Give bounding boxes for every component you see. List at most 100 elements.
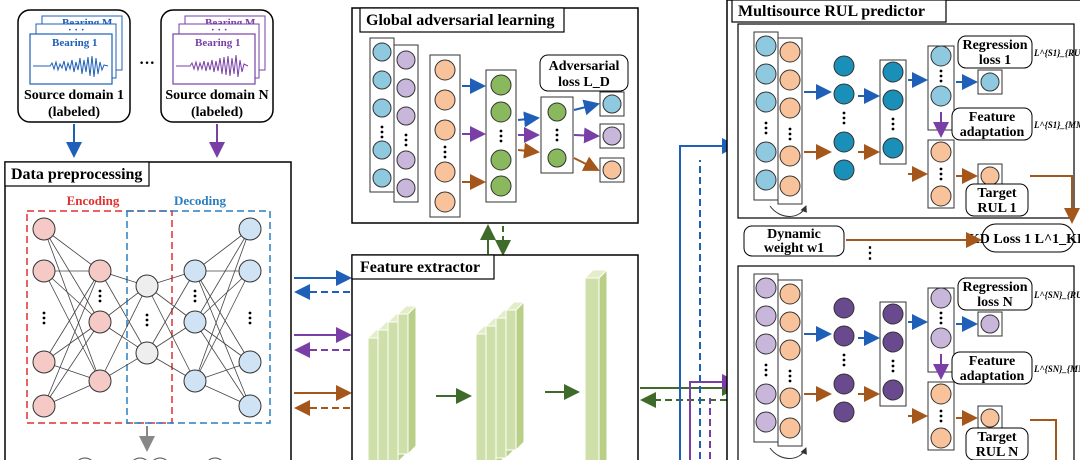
pred-hidden-node-2 [882,379,904,401]
multisource-predictor-panel: Multisource RUL predictor Regression los… [726,0,1080,460]
pred-output-node-a [980,72,1000,92]
adv-input-node-b [396,78,416,98]
adv-output-node [602,126,622,146]
pred-branch-node-a [930,327,952,349]
pred-input-node-b [779,417,801,439]
pred-hidden-node-1 [833,131,855,153]
sn-card-dots: · · · [211,24,228,36]
source-ellipsis: ··· [139,55,155,72]
pred-output-node-a [980,314,1000,334]
pred-input-node [755,169,777,191]
ae-node [135,274,159,298]
adversarial-loss-line2: loss L_D [558,75,610,90]
feature-extractor-title: Feature extractor [360,259,480,276]
pred-input-node-b [779,41,801,63]
reg-loss-n-symbol: L^{SN}_{RUL} [1033,290,1080,300]
pred-hidden-node-1 [833,373,855,395]
ae-node [32,394,56,418]
pred-branch-node-a [930,45,952,67]
adv-hidden-node-1 [434,119,456,141]
ae-node [238,259,262,283]
adv-hidden-node-2 [490,149,512,171]
feature-adapt-n-line1: Feature [969,354,1015,369]
decoding-label: Decoding [174,193,227,208]
adv-input-node-b [396,50,416,70]
ae-node [183,369,207,393]
pred-input-node [755,305,777,327]
reg-loss-1-line2: loss 1 [979,53,1011,68]
pred-branch-node-b [930,185,952,207]
ae-node [88,369,112,393]
pred-hidden-node-2 [882,61,904,83]
reg-loss-n-line2: loss N [977,295,1012,310]
pred-input-node [755,63,777,85]
predictor-n-network [753,273,1003,459]
ae-node [88,310,112,334]
adv-hidden-node-1 [434,89,456,111]
target-rul-n-line1: Target [977,430,1016,445]
pred-hidden-node-2 [882,89,904,111]
pred-output-node-b [980,166,1000,186]
pred-hidden-node-1 [833,325,855,347]
pred-input-node-b [779,97,801,119]
pred-input-node-b [779,145,801,167]
feature-adapt-1-line2: adaptation [960,125,1025,140]
feature-extractor-panel: Feature extractor [351,254,639,460]
pred-hidden-node-1 [833,297,855,319]
adv-input-node-b [396,106,416,126]
adv-hidden-node-2 [490,101,512,123]
adv-output-node [602,94,622,114]
adv-hidden-node-3 [547,102,567,122]
ae-node [88,259,112,283]
feature-adapt-n-line2: adaptation [960,369,1025,384]
pred-output-node-b [980,408,1000,428]
adv-output-node [602,160,622,180]
kd-loss-label: KD Loss 1 L^1_KD [969,232,1080,247]
multisource-title: Multisource RUL predictor [738,3,925,20]
encoding-label: Encoding [67,193,120,208]
target-rul-n-line2: RUL N [976,445,1018,460]
pred-branch-node-b [930,427,952,449]
source-domain-n: Bearing M · · · Bearing 1 Source domain … [160,9,274,123]
feature-adapt-1-line1: Feature [969,110,1015,125]
pred-input-node [755,35,777,57]
pred-input-node-b [779,339,801,361]
pred-branch-node-a [930,287,952,309]
ae-node [238,217,262,241]
pred-hidden-node-1 [833,55,855,77]
adversarial-network-nodes [372,42,625,213]
pred-branch-node-a [930,85,952,107]
dynamic-weight-line1: Dynamic [767,227,821,242]
adv-input-node-a [372,168,392,188]
pred-branch-node-b [930,141,952,163]
ae-node [238,350,262,374]
ae-node [32,259,56,283]
predictor-ellipsis: ⋮ [862,245,878,262]
adversarial-loss-line1: Adversarial [549,59,620,74]
pred-input-node [755,277,777,299]
sn-label: Source domain N [165,88,268,103]
adv-hidden-node-1 [434,161,456,183]
ae-node [183,259,207,283]
autoencoder-nodes [32,217,262,418]
adv-input-node-b [396,178,416,198]
pred-hidden-node-1 [833,159,855,181]
adv-input-node-a [372,140,392,160]
s1-label: Source domain 1 [24,88,124,103]
pred-input-node-b [779,175,801,197]
reg-loss-n-line1: Regression [962,280,1027,295]
ae-node [32,350,56,374]
source-domain-1: Bearing M · · · Bearing 1 Source domain … [17,9,131,123]
data-preprocessing-title: Data preprocessing [11,166,142,183]
pred-input-node [755,383,777,405]
global-adversarial-title: Global adversarial learning [366,12,554,29]
s1-sublabel: (labeled) [48,105,100,120]
target-rul-1-line2: RUL 1 [977,201,1016,216]
adv-input-node-b [396,150,416,170]
reg-loss-1-line1: Regression [962,38,1027,53]
sn-vibration-signal [176,54,249,78]
pred-hidden-node-2 [882,303,904,325]
pred-hidden-node-1 [833,83,855,105]
adv-hidden-node-2 [490,175,512,197]
